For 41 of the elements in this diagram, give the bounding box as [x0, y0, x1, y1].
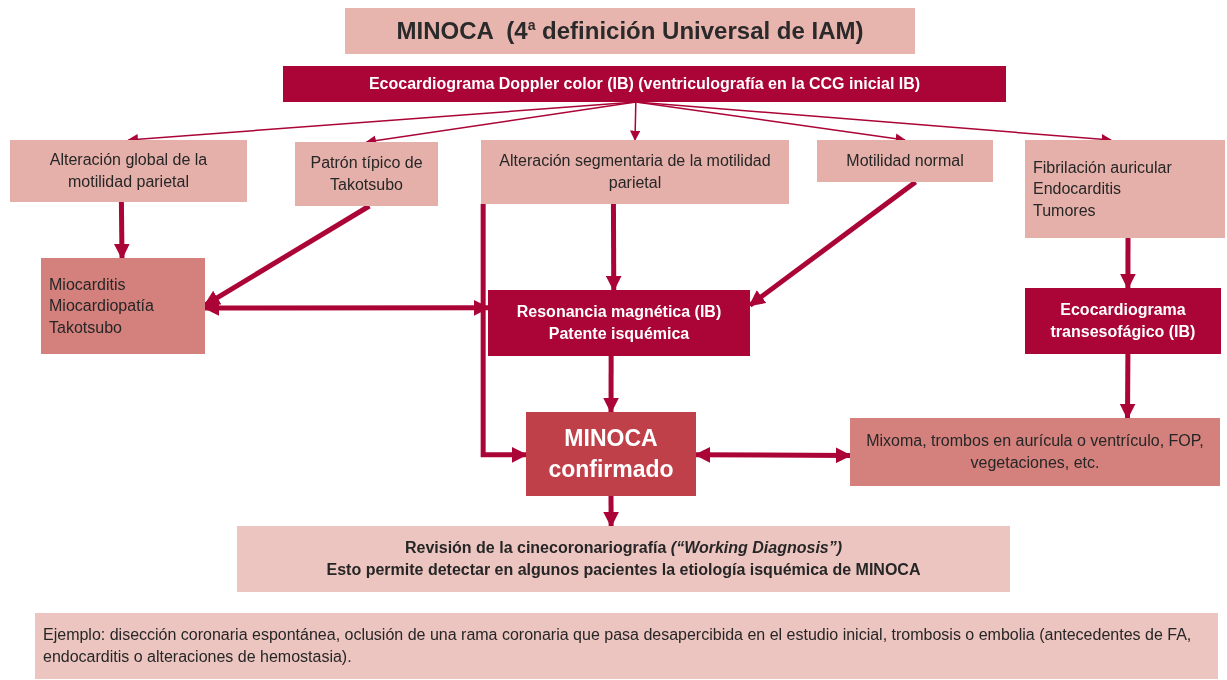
- node-text: MINOCA confirmado: [547, 423, 675, 484]
- node-text: Endocarditis: [1033, 179, 1122, 200]
- node-text: Miocardiopatía: [49, 296, 154, 317]
- process-box: [41, 258, 205, 354]
- node-text: Tumores: [1033, 200, 1096, 221]
- node-text: Miocarditis: [49, 274, 126, 295]
- process-box: [35, 613, 1218, 679]
- arrow: [603, 356, 620, 414]
- arrow: [605, 204, 622, 292]
- node-text: Resonancia magnética (IB): [516, 302, 722, 323]
- node-text: Esto permite detectar en algunos pacientes la etiología isquémica de MINOCA: [326, 560, 921, 580]
- node-text: Fibrilación auricular: [1033, 157, 1172, 178]
- process-box: [237, 526, 1010, 592]
- node-text: Ecocardiograma Doppler color (IB) (ventriculografía en la CCG inicial IB): [368, 74, 921, 95]
- node-text: Ecocardiograma transesofágico (IB): [1049, 300, 1197, 342]
- process-box: [817, 140, 993, 182]
- process-box: [10, 140, 247, 202]
- arrow: [629, 101, 641, 142]
- arrow: [480, 204, 528, 463]
- process-box: [526, 412, 696, 496]
- process-box: [295, 142, 438, 206]
- process-box: [488, 290, 750, 356]
- arrow: [1119, 238, 1136, 290]
- node-text: Takotsubo: [49, 317, 122, 338]
- node-text: Patrón típico de Takotsubo: [309, 153, 424, 195]
- process-box: [481, 140, 789, 204]
- title: MINOCA (4$^{a}$ definición Universal de IAM): [345, 8, 915, 54]
- node-text: Alteración segmentaria de la motilidad parietal: [498, 151, 772, 193]
- process-box: [850, 418, 1220, 486]
- node-text: Revisión de la cinecoronariografía (“Working Diagnosis”): [404, 538, 843, 559]
- arrow: [1119, 354, 1136, 420]
- node-text: Alteración global de la motilidad parietal: [48, 150, 209, 192]
- process-box: [1025, 288, 1221, 354]
- node-text: Motilidad normal: [846, 151, 964, 172]
- node-text: Patente isquémica: [548, 324, 690, 344]
- node-text: Mixoma, trombos en aurícula o ventrículo, FOP, vegetaciones, etc.: [865, 431, 1205, 473]
- arrow: [603, 496, 620, 528]
- arrow: [113, 201, 130, 260]
- process-box: [1025, 140, 1225, 238]
- node-text: Ejemplo: disección coronaria espontánea, oclusión de una rama coronaria que pasa desapercibida en el estudio inicial, trombosis o embolia (antecedentes de FA, endocarditis o alteraciones de hemostasia).: [43, 625, 1193, 667]
- process-box: [283, 66, 1006, 102]
